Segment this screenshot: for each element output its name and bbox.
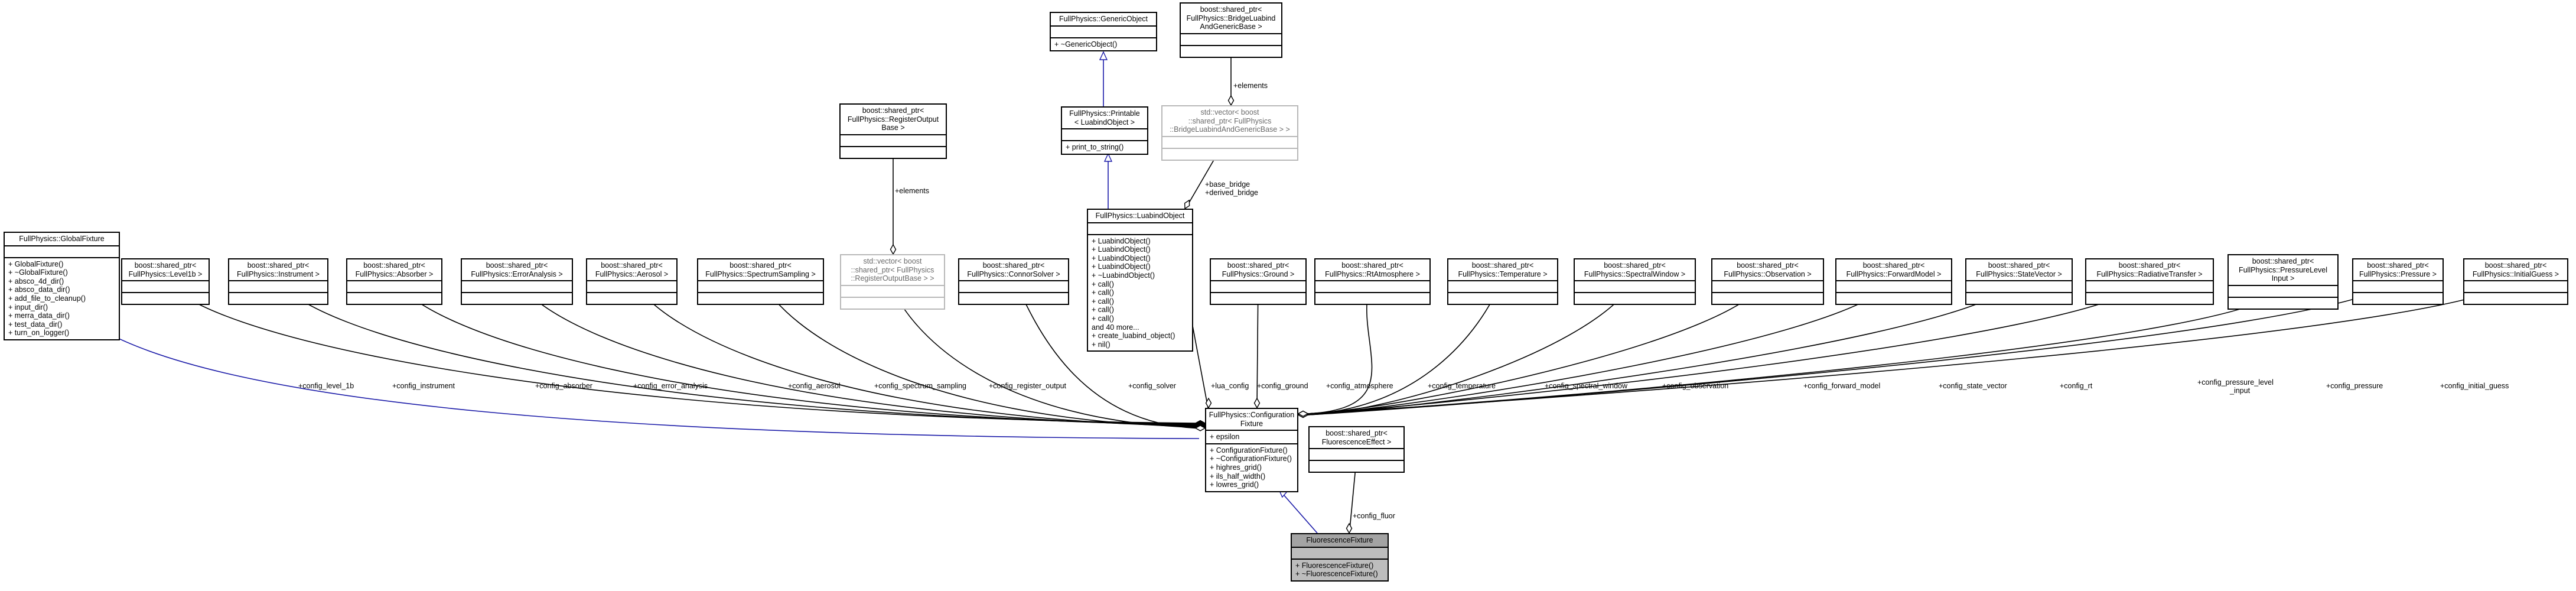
class-aerosol-ptr: boost::shared_ptr<FullPhysics::Aerosol > xyxy=(586,258,678,306)
diamond-base-bridge xyxy=(1184,199,1190,210)
diamond-elements-register xyxy=(890,243,897,255)
class-instrument-ptr: boost::shared_ptr<FullPhysics::Instrumen… xyxy=(228,258,328,306)
class-vector-register-output: std::vector< boost::shared_ptr< FullPhys… xyxy=(840,254,945,310)
edge-label-config-initial-guess: +config_initial_guess xyxy=(2440,382,2509,390)
edge-label-config-aerosol: +config_aerosol xyxy=(788,382,841,390)
edge-label-config-pressure-level-input: +config_pressure_level_input xyxy=(2197,378,2274,395)
edge-label-config-atmosphere: +config_atmosphere xyxy=(1326,382,1393,390)
class-radiative-transfer-ptr: boost::shared_ptr<FullPhysics::Radiative… xyxy=(2085,258,2214,306)
operations-section: + GlobalFixture() + ~GlobalFixture() + a… xyxy=(8,259,86,337)
edge-inherit-global-fixture xyxy=(70,307,1200,439)
edge-label-config-pressure: +config_pressure xyxy=(2326,382,2383,390)
class-temperature-ptr: boost::shared_ptr<FullPhysics::Temperatu… xyxy=(1447,258,1558,306)
edge-label-elements-register: +elements xyxy=(895,187,930,195)
class-vector-bridge: std::vector< boost::shared_ptr< FullPhys… xyxy=(1161,105,1298,161)
class-spectrum-sampling-ptr: boost::shared_ptr<FullPhysics::SpectrumS… xyxy=(697,258,824,306)
class-rt-atmosphere-ptr: boost::shared_ptr<FullPhysics::RtAtmosph… xyxy=(1314,258,1431,306)
class-pressure-ptr: boost::shared_ptr<FullPhysics::Pressure … xyxy=(2352,258,2444,306)
arrow-inherit-printable xyxy=(1103,152,1113,162)
edge-label-config-rt: +config_rt xyxy=(2060,382,2093,390)
class-fluorescence-effect-ptr: boost::shared_ptr<FluorescenceEffect > xyxy=(1308,426,1405,473)
edge-label-config-level-1b: +config_level_1b xyxy=(298,382,354,390)
edge-label-lua-config: +lua_config xyxy=(1211,382,1249,390)
diamond-config-fluor xyxy=(1346,522,1353,534)
class-global-fixture: FullPhysics::GlobalFixture + GlobalFixtu… xyxy=(4,232,120,340)
class-register-output-ptr: boost::shared_ptr<FullPhysics::RegisterO… xyxy=(839,103,947,159)
edge-label-config-state-vector: +config_state_vector xyxy=(1939,382,2007,390)
edge-label-config-forward-model: +config_forward_model xyxy=(1803,382,1881,390)
edge-label-base-bridge: +base_bridge+derived_bridge xyxy=(1205,180,1258,197)
edge-label-config-instrument: +config_instrument xyxy=(392,382,455,390)
class-fluorescence-fixture: FluorescenceFixture + FluorescenceFixtur… xyxy=(1291,533,1389,582)
class-ground-ptr: boost::shared_ptr<FullPhysics::Ground > xyxy=(1210,258,1307,306)
arrow-inherit-generic xyxy=(1099,51,1108,60)
diamond-elements-bridge xyxy=(1227,95,1235,106)
class-bridge-ptr: boost::shared_ptr<FullPhysics::BridgeLua… xyxy=(1180,2,1282,58)
class-connor-solver-ptr: boost::shared_ptr<FullPhysics::ConnorSol… xyxy=(958,258,1069,306)
class-level1b-ptr: boost::shared_ptr<FullPhysics::Level1b > xyxy=(121,258,210,306)
class-state-vector-ptr: boost::shared_ptr<FullPhysics::StateVect… xyxy=(1965,258,2073,306)
edge-label-config-absorber: +config_absorber xyxy=(535,382,592,390)
attributes-section xyxy=(5,246,119,258)
diamond-solver xyxy=(1194,425,1206,431)
diamond-lua-config xyxy=(1205,397,1212,409)
class-pressure-level-input-ptr: boost::shared_ptr<FullPhysics::PressureL… xyxy=(2227,254,2339,310)
class-absorber-ptr: boost::shared_ptr<FullPhysics::Absorber … xyxy=(346,258,442,306)
edge-label-elements-bridge: +elements xyxy=(1233,82,1268,90)
edge-label-config-error-analysis: +config_error_analysis xyxy=(633,382,708,390)
diamond-initial-guess xyxy=(1297,410,1309,417)
class-initial-guess-ptr: boost::shared_ptr<FullPhysics::InitialGu… xyxy=(2463,258,2568,306)
edge-label-config-temperature: +config_temperature xyxy=(1428,382,1496,390)
edge-lua-config xyxy=(1190,313,1209,408)
class-spectral-window-ptr: boost::shared_ptr<FullPhysics::SpectralW… xyxy=(1574,258,1696,306)
edge-label-config-spectrum-sampling: +config_spectrum_sampling xyxy=(874,382,966,390)
edge-label-config-register-output: +config_register_output xyxy=(989,382,1066,390)
edge-label-config-solver: +config_solver xyxy=(1128,382,1176,390)
edge-initial-guess xyxy=(1307,277,2516,414)
class-title: FullPhysics::GlobalFixture xyxy=(5,233,119,246)
class-observation-ptr: boost::shared_ptr<FullPhysics::Observati… xyxy=(1711,258,1824,306)
edge-label-config-fluor: +config_fluor xyxy=(1353,512,1395,520)
class-generic-object: FullPhysics::GenericObject + ~GenericObj… xyxy=(1050,12,1157,52)
edge-label-config-observation: +config_observation xyxy=(1662,382,1729,390)
edge-label-config-spectral-window: +config_spectral_window xyxy=(1545,382,1628,390)
edge-label-config-ground: +config_ground xyxy=(1257,382,1308,390)
edge-inherit-configuration-fixture xyxy=(1282,493,1318,534)
class-forward-model-ptr: boost::shared_ptr<FullPhysics::ForwardMo… xyxy=(1835,258,1952,306)
edge-base-bridge xyxy=(1187,154,1217,206)
class-luabind-object: FullPhysics::LuabindObject + LuabindObje… xyxy=(1087,209,1193,352)
class-error-analysis-ptr: boost::shared_ptr<FullPhysics::ErrorAnal… xyxy=(461,258,573,306)
diamond-ground xyxy=(1253,397,1261,409)
class-printable: FullPhysics::Printable< LuabindObject > … xyxy=(1061,106,1148,155)
edge-register-output xyxy=(891,287,1196,428)
